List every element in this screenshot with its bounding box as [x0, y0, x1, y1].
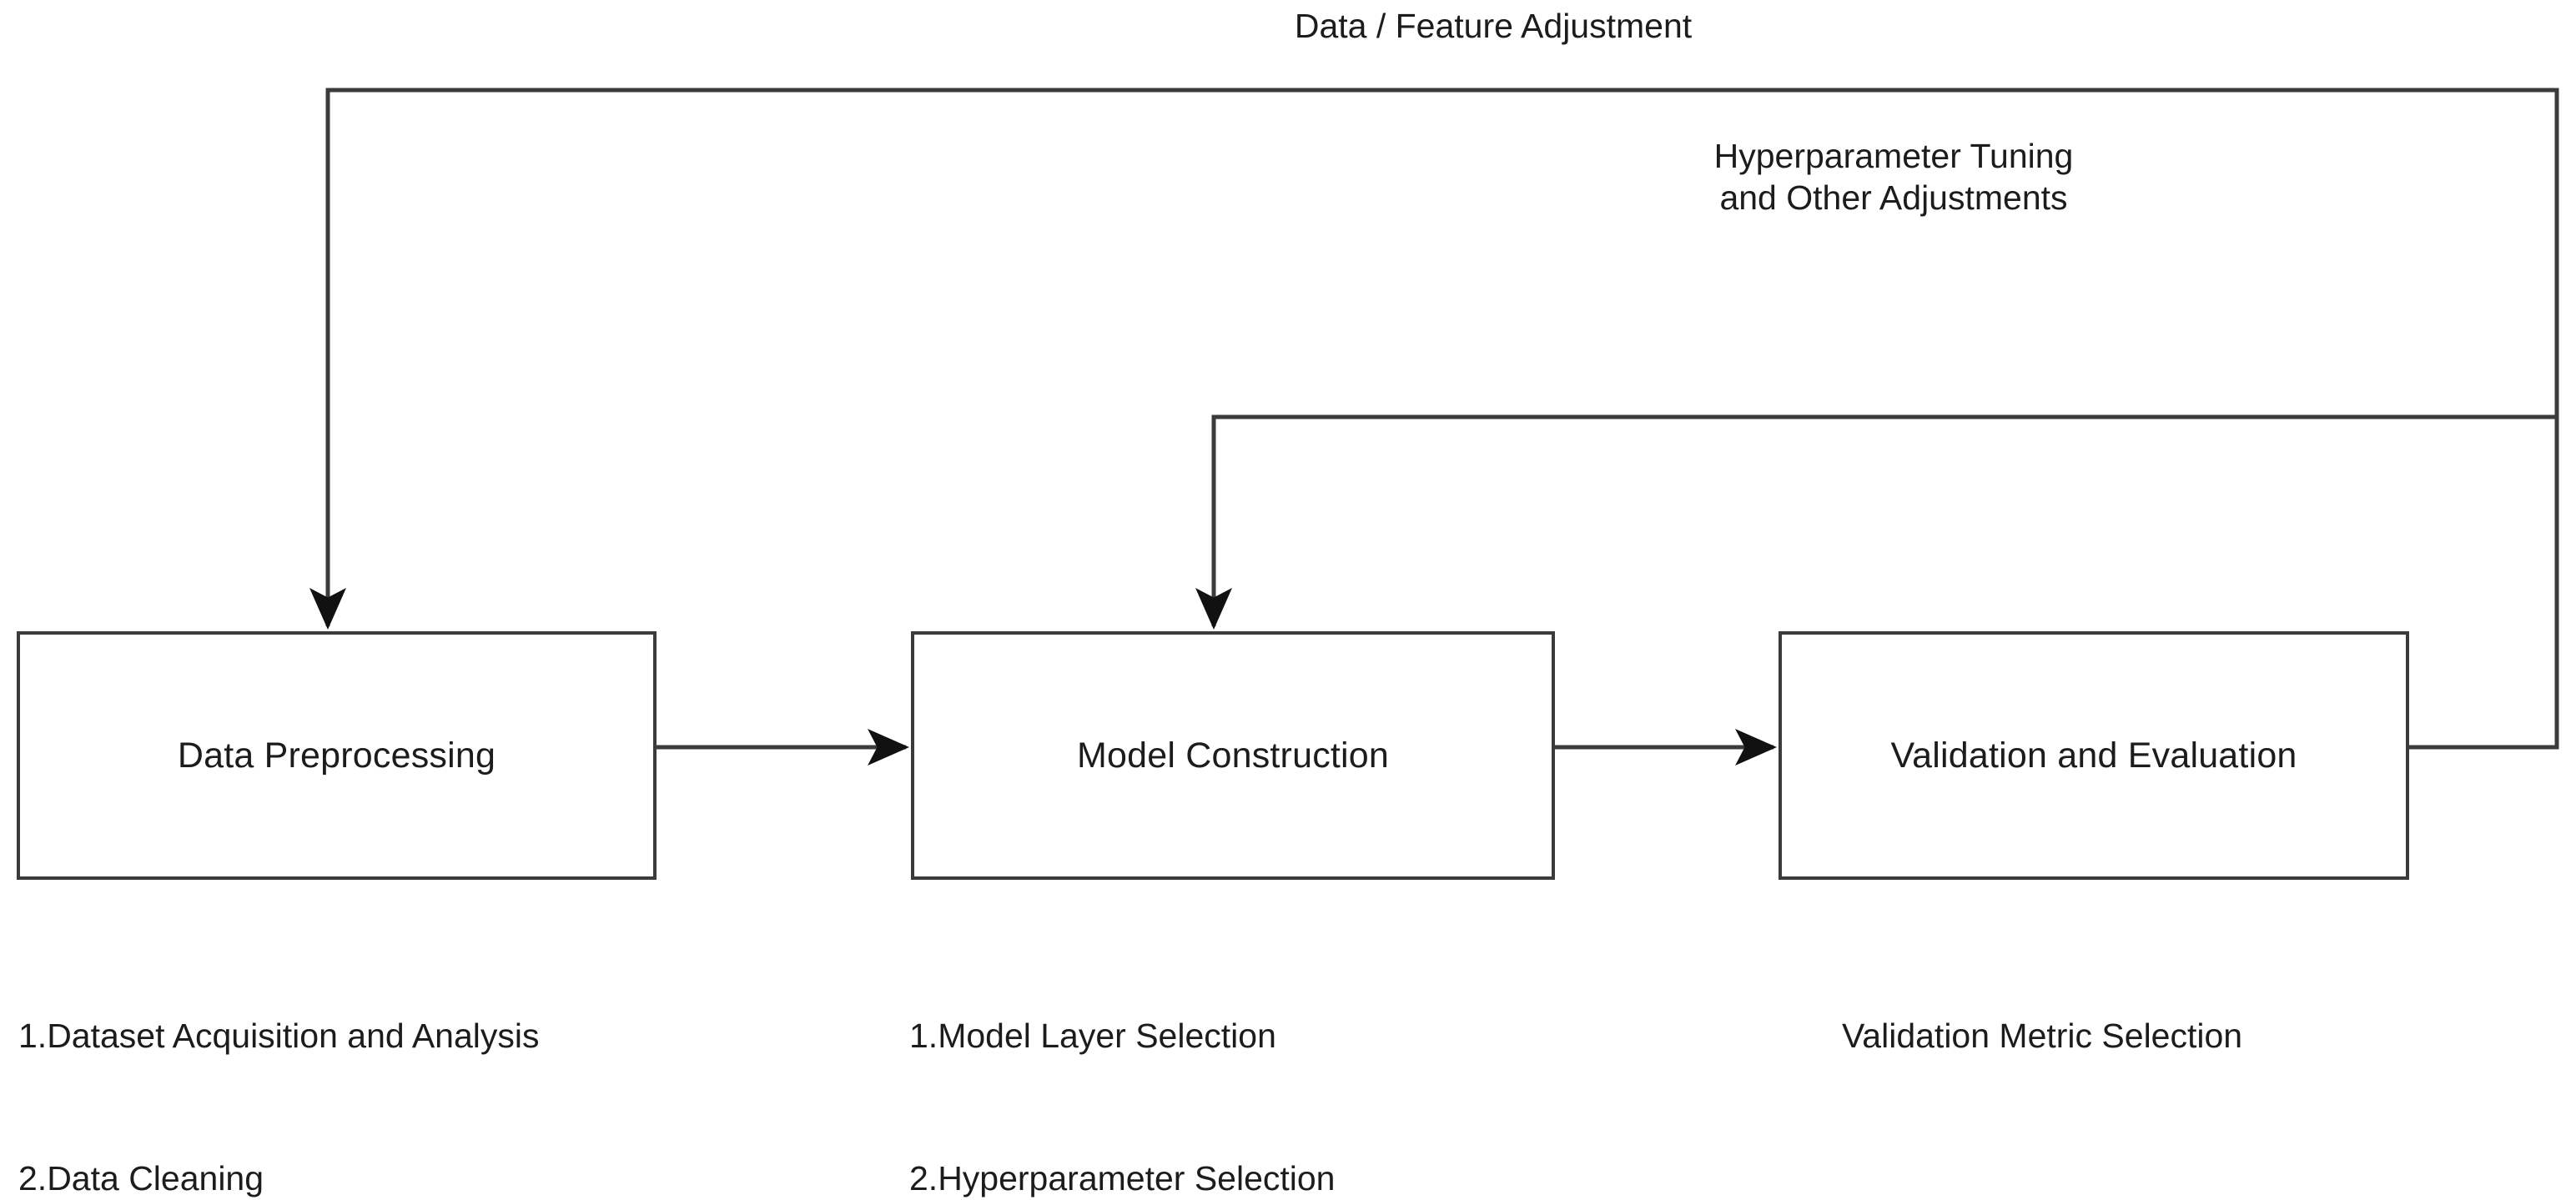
feedback-path-validation-to-construction — [1195, 414, 2557, 630]
caption-model-construction: 1.Model Layer Selection 2.Hyperparameter… — [909, 917, 1660, 1200]
edge-label-inner-feedback: Hyperparameter Tuning and Other Adjustme… — [1493, 135, 2294, 218]
caption-line: 2.Data Cleaning — [18, 1159, 264, 1197]
edge-label-outer-feedback: Data / Feature Adjustment — [1101, 5, 1885, 47]
caption-line: 1.Dataset Acquisition and Analysis — [18, 1017, 540, 1055]
caption-line: Validation Metric Selection — [1842, 1017, 2243, 1055]
edge-label-outer-feedback-text: Data / Feature Adjustment — [1294, 7, 1693, 45]
edge-label-inner-feedback-line2: and Other Adjustments — [1719, 178, 2068, 217]
caption-line: 1.Model Layer Selection — [909, 1017, 1276, 1055]
node-model-construction[interactable]: Model Construction — [911, 631, 1555, 880]
node-data-preprocessing[interactable]: Data Preprocessing — [17, 631, 657, 880]
caption-data-preprocessing: 1.Dataset Acquisition and Analysis 2.Dat… — [18, 917, 819, 1200]
node-model-construction-label: Model Construction — [1076, 735, 1390, 776]
caption-validation-and-evaluation: Validation Metric Selection — [1842, 917, 2509, 1155]
node-validation-and-evaluation[interactable]: Validation and Evaluation — [1779, 631, 2409, 880]
node-validation-and-evaluation-label: Validation and Evaluation — [1890, 735, 2297, 776]
feedback-path-validation-to-preprocessing — [309, 88, 2559, 750]
edge-label-inner-feedback-line1: Hyperparameter Tuning — [1713, 137, 2074, 175]
node-data-preprocessing-label: Data Preprocessing — [177, 735, 496, 776]
caption-line: 2.Hyperparameter Selection — [909, 1159, 1336, 1197]
